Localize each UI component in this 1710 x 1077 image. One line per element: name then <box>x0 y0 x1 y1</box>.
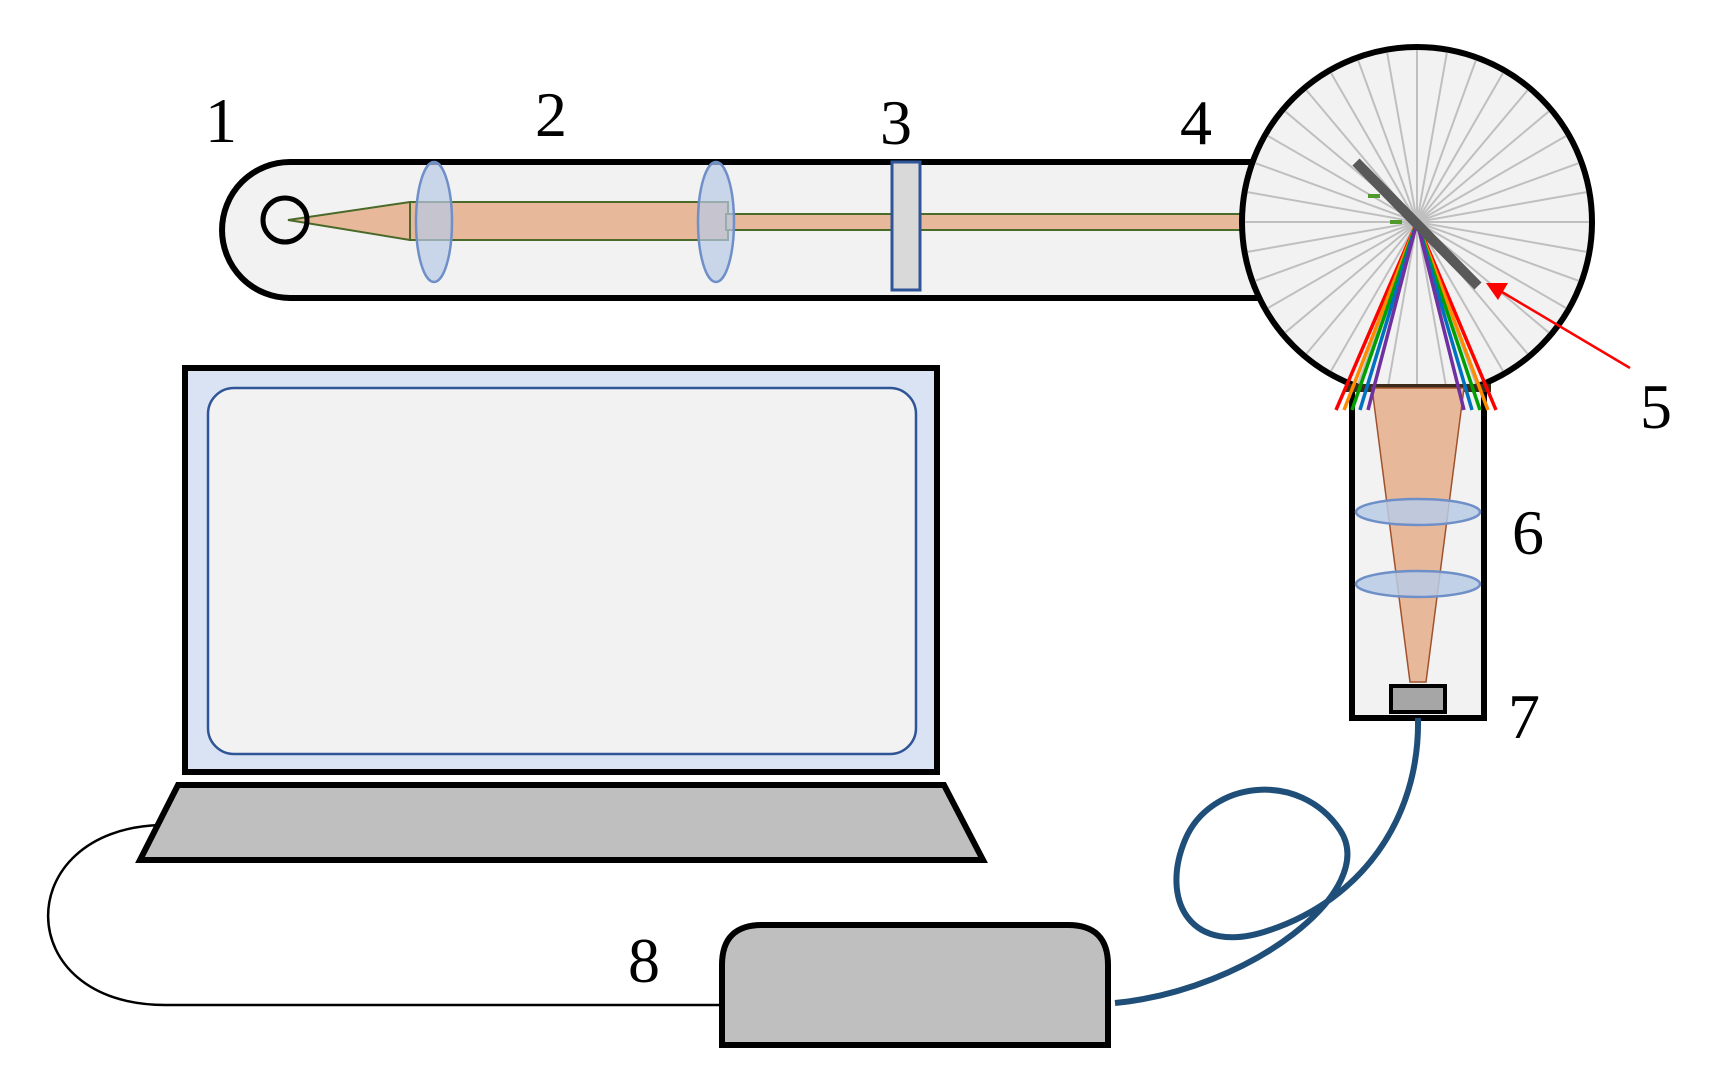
callout-8: 8 <box>628 925 660 996</box>
callout-7: 7 <box>1508 681 1540 752</box>
sensor <box>1389 684 1447 714</box>
laptop-screen <box>206 386 918 756</box>
callout-5: 5 <box>1640 371 1672 442</box>
lens-4 <box>1354 569 1482 599</box>
light-source-icon <box>260 195 310 245</box>
processing-module <box>719 922 1111 1048</box>
laptop-cable <box>46 823 725 1007</box>
grating-pointer-arrow <box>1501 290 1631 370</box>
laptop <box>135 365 988 863</box>
filter-plate <box>890 160 922 292</box>
optical-fiber <box>1114 717 1422 1006</box>
callout-1: 1 <box>205 85 237 156</box>
callout-2: 2 <box>535 79 567 150</box>
lens-3 <box>1354 497 1482 527</box>
dispersed-spectrum <box>1334 221 1498 411</box>
callout-6: 6 <box>1512 497 1544 568</box>
lens-1 <box>414 160 454 284</box>
callout-3: 3 <box>880 87 912 158</box>
spectrum-ray <box>1415 221 1466 411</box>
grating-pointer-arrowhead <box>1486 283 1508 300</box>
callout-4: 4 <box>1180 87 1212 158</box>
diffraction-grating <box>1352 158 1482 290</box>
beam-narrow <box>725 213 1247 231</box>
lens-2 <box>696 160 736 284</box>
beam-collimated <box>409 201 729 241</box>
laptop-keyboard <box>135 782 988 863</box>
spectrum-ray <box>1366 221 1419 411</box>
